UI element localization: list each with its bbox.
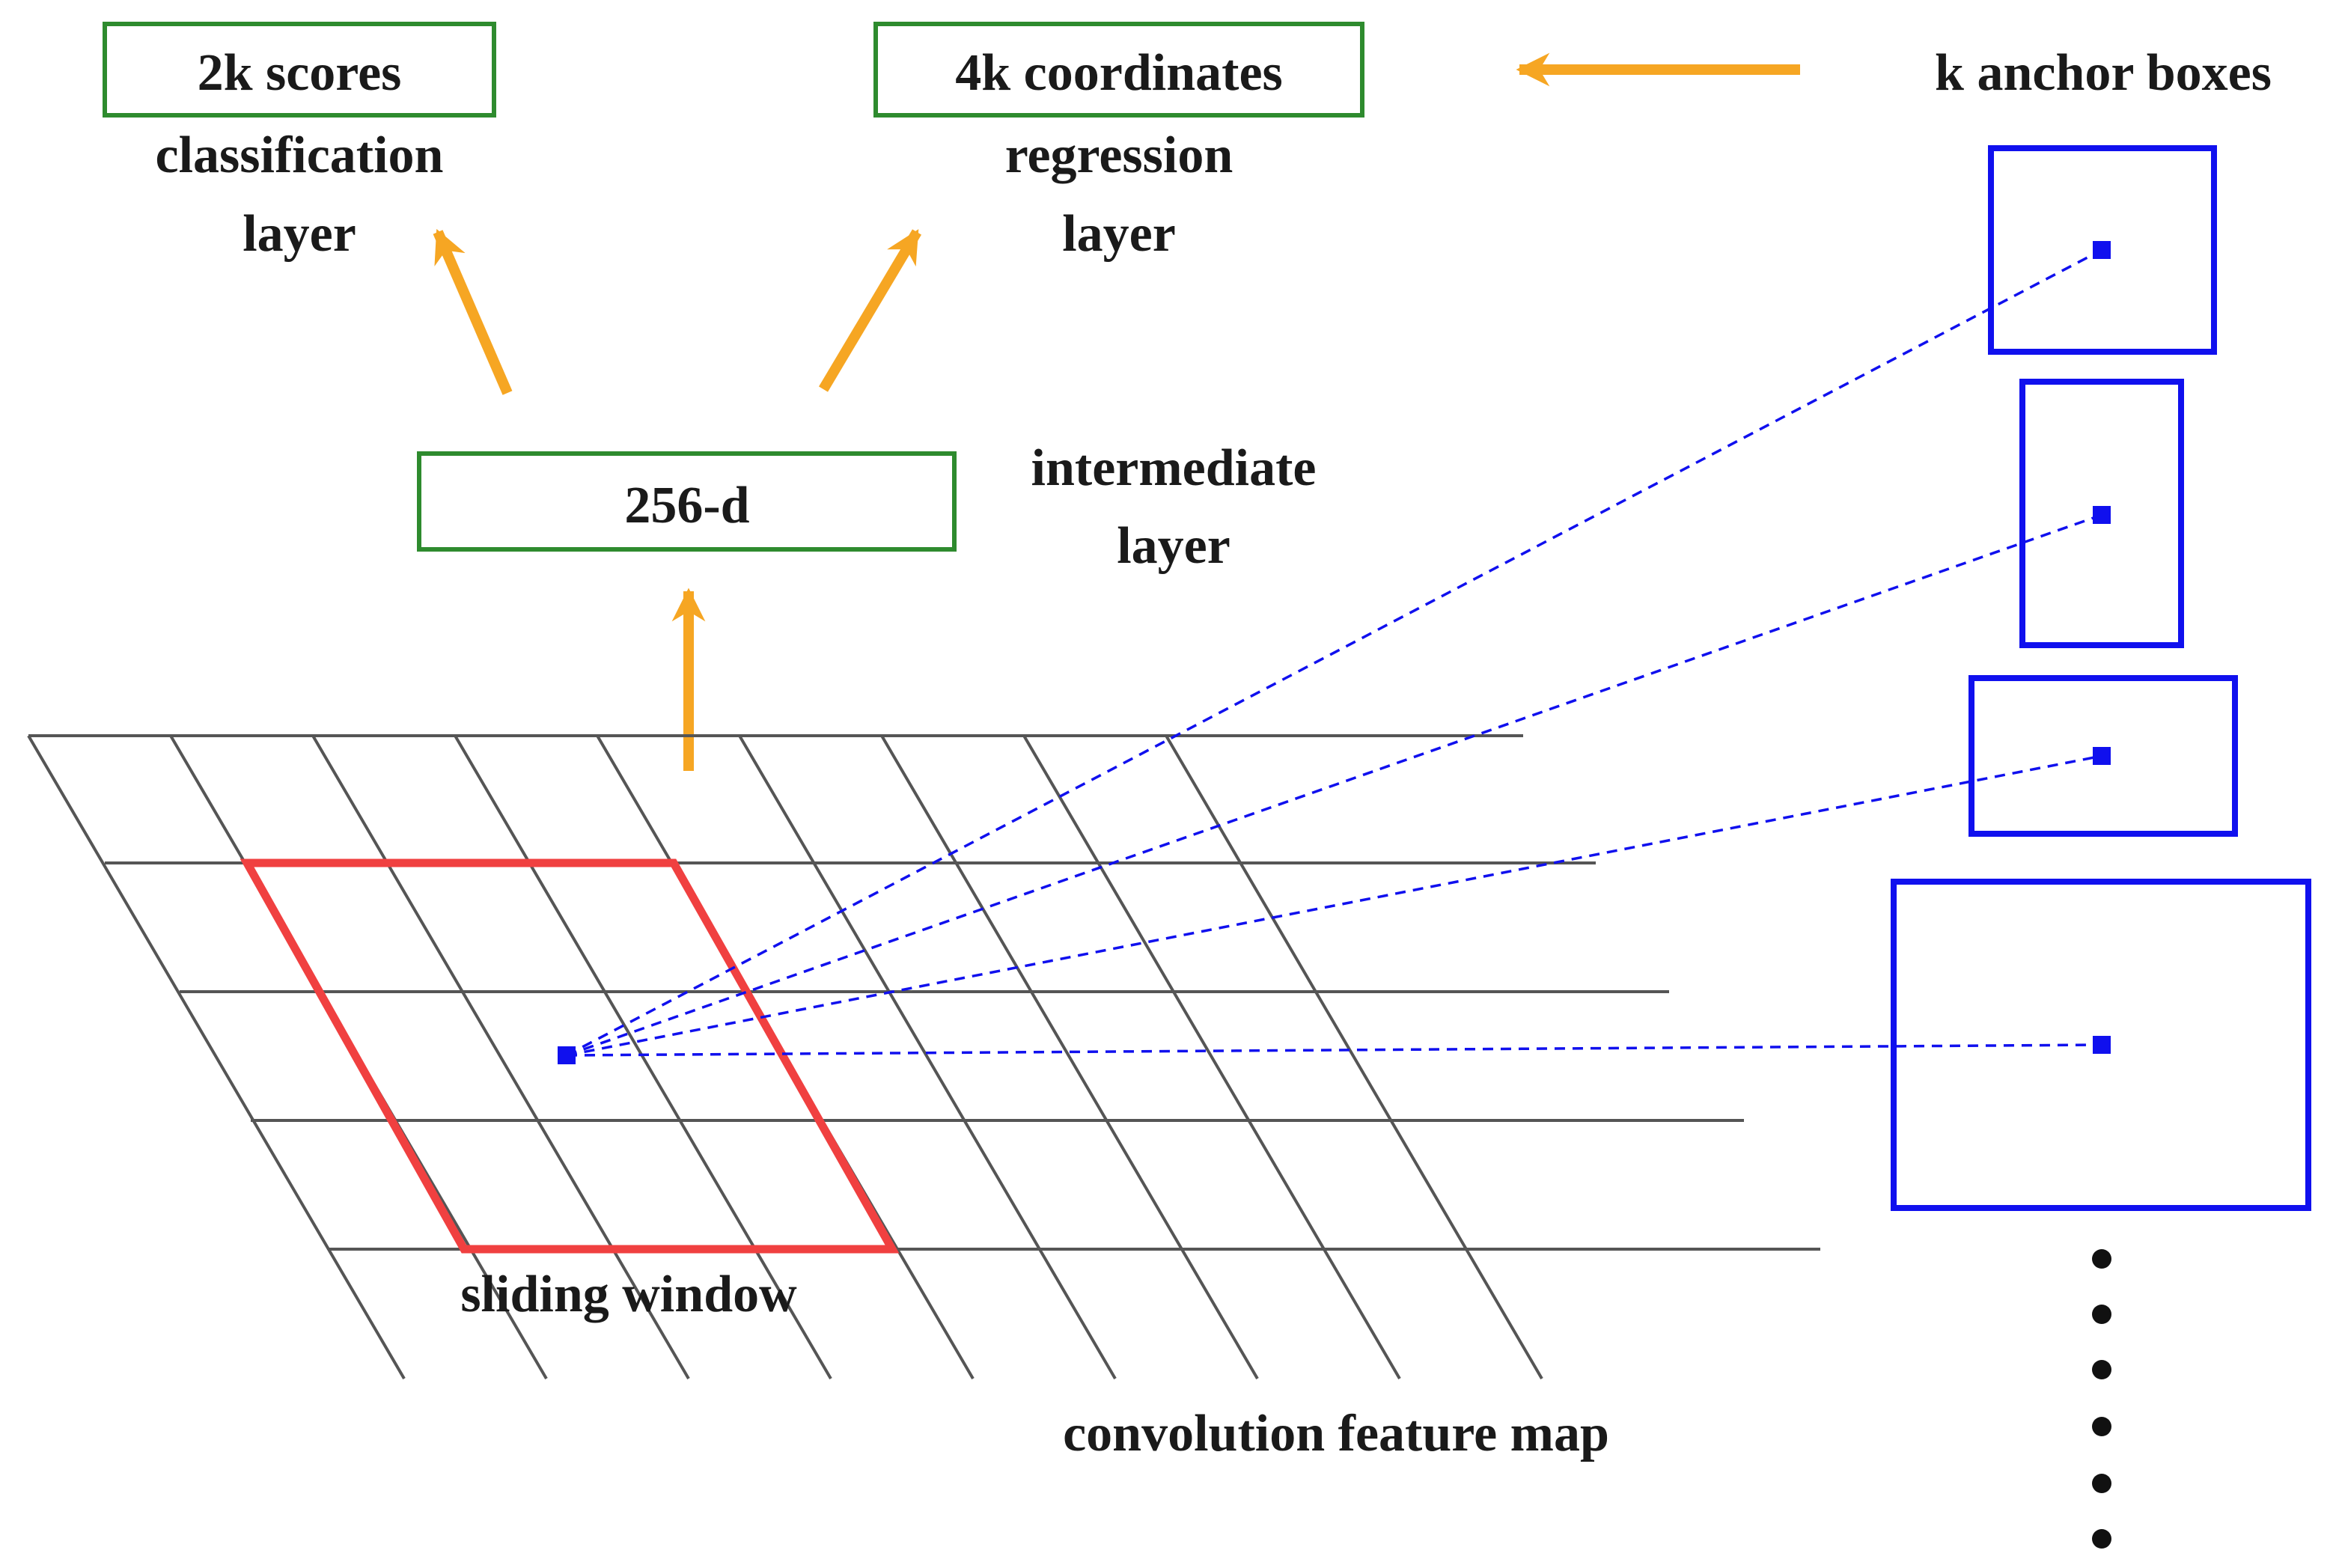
grid-col-line (1165, 734, 1543, 1380)
anchor-box (1968, 675, 2238, 837)
projection-line (566, 754, 2102, 1057)
ellipsis-dot (2092, 1474, 2111, 1493)
regression-output: 4k coordinates regression layer (873, 22, 1364, 263)
grid-col-line (27, 734, 406, 1380)
ellipsis-dot (2092, 1417, 2111, 1436)
coordinates-box-label: 4k coordinates (955, 44, 1283, 102)
classification-layer-label-line2: layer (243, 205, 356, 263)
anchor-box (2019, 379, 2184, 648)
intermediate-box-label: 256-d (624, 477, 749, 534)
intermediate-layer-label-line1: intermediate (1031, 439, 1317, 497)
feature-map-grid (27, 734, 1820, 1380)
projection-line (566, 248, 2102, 1057)
anchor-boxes (1891, 145, 2311, 1211)
intermediate-layer-label-line2: layer (1117, 517, 1230, 575)
anchor-center-marker (2093, 747, 2111, 765)
intermediate-layer: 256-d intermediate layer (417, 439, 1317, 575)
ellipsis-dot (2092, 1529, 2111, 1549)
grid-col-line (454, 734, 832, 1380)
center-markers (558, 241, 2111, 1064)
regression-layer-label-line1: regression (1005, 126, 1233, 184)
grid-col-line (1022, 734, 1401, 1380)
anchor-boxes-label: k anchor boxes (1935, 44, 2272, 102)
feature-map-label: convolution feature map (1063, 1405, 1609, 1462)
intermediate-to-regression-arrow (818, 229, 922, 392)
coordinates-box (873, 22, 1364, 118)
scores-box (103, 22, 496, 118)
regression-layer-label-line2: layer (1062, 205, 1176, 263)
sliding-window-label: sliding window (460, 1266, 797, 1323)
anchor-projection-lines (566, 248, 2102, 1057)
ellipsis-dot (2092, 1360, 2111, 1379)
scores-box-label: 2k scores (198, 44, 402, 102)
anchor-center-marker (2093, 506, 2111, 524)
sliding-window (240, 858, 900, 1254)
classification-layer-label-line1: classification (156, 126, 444, 184)
ellipsis-dots (2092, 1249, 2111, 1549)
grid-col-line (311, 734, 690, 1380)
grid-col-line (880, 734, 1259, 1380)
projection-line (566, 513, 2102, 1057)
intermediate-to-classification-arrow (433, 228, 513, 395)
intermediate-box (417, 451, 957, 552)
grid-col-line (738, 734, 1117, 1380)
projection-line (566, 1043, 2102, 1057)
anchor-box (1988, 145, 2217, 355)
anchor-center-marker (2093, 1036, 2111, 1054)
classification-output: 2k scores classification layer (103, 22, 496, 263)
anchor-center-marker (2093, 241, 2111, 259)
anchor-box (1891, 879, 2311, 1211)
window-center-marker (558, 1046, 576, 1064)
ellipsis-dot (2092, 1305, 2111, 1324)
ellipsis-dot (2092, 1249, 2111, 1269)
